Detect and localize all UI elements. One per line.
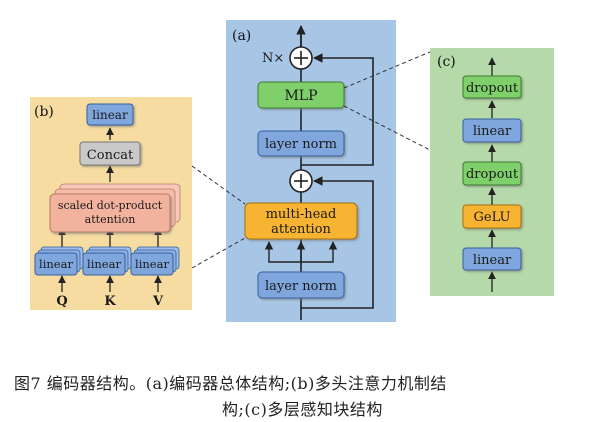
input-v-label: V: [152, 294, 164, 309]
add-node-upper: [289, 46, 313, 70]
gelu-block: GeLU: [462, 204, 522, 229]
connector-b-bottom: [191, 237, 246, 269]
dropout-top-label: dropout: [466, 81, 519, 96]
linear-k-stack: linear: [82, 246, 132, 276]
mlp-block: MLP: [257, 81, 345, 109]
figure-caption-line1: 图7 编码器结构。(a)编码器总体结构;(b)多头注意力机制结: [14, 374, 447, 393]
sdpa-label-line1: scaled dot-product: [58, 199, 163, 212]
input-k-label: K: [104, 294, 116, 309]
repeat-label: N×: [262, 51, 284, 66]
linear-v-label: linear: [135, 257, 169, 271]
residual-connection-upper: [301, 53, 374, 166]
gelu-label: GeLU: [474, 210, 511, 225]
linear-output-label: linear: [92, 108, 128, 122]
multi-head-label-line1: multi-head: [266, 207, 337, 222]
linear-v-stack: linear: [130, 246, 180, 276]
figure-caption-line2: 构;(c)多层感知块结构: [222, 400, 383, 419]
linear-top-label: linear: [473, 124, 512, 139]
connector-c-bottom: [343, 105, 431, 151]
sdpa-label-line2: attention: [85, 213, 136, 226]
linear-bottom-block: linear: [462, 247, 522, 271]
concat-block: Concat: [79, 141, 141, 166]
residual-connection-lower: [301, 176, 374, 309]
connector-c-top: [343, 51, 431, 89]
panel-a-tag: (a): [232, 28, 251, 44]
mlp-label: MLP: [284, 88, 317, 104]
scaled-dot-product-attention-stack: scaled dot-product attention: [49, 183, 181, 233]
layer-norm-bottom-label: layer norm: [265, 279, 337, 294]
panel-b-tag: (b): [34, 104, 54, 120]
panel-c-tag: (c): [437, 54, 456, 70]
dropout-bottom-block: dropout: [462, 161, 522, 186]
layer-norm-top-block: layer norm: [257, 130, 345, 157]
linear-output-block: linear: [86, 103, 134, 126]
panel-b: (b) linear Concat scaled dot-product att…: [30, 97, 192, 310]
input-q-label: Q: [56, 294, 67, 309]
linear-k-label: linear: [87, 257, 121, 271]
concat-label: Concat: [87, 148, 134, 163]
dropout-top-block: dropout: [462, 75, 522, 99]
multi-head-attention-block: multi-head attention: [244, 202, 358, 240]
linear-bottom-label: linear: [473, 253, 512, 268]
add-node-lower: [289, 169, 313, 193]
linear-q-label: linear: [39, 257, 73, 271]
panel-a: (a) N× MLP layer norm: [226, 20, 396, 322]
linear-q-stack: linear: [34, 246, 84, 276]
linear-top-block: linear: [462, 118, 522, 143]
panel-c: (c) dropout linear dropout GeLU linear: [430, 48, 554, 296]
encoder-diagram: (a) N× MLP layer norm: [30, 20, 554, 322]
attention-input-arrows: [264, 241, 338, 263]
layer-norm-bottom-block: layer norm: [257, 271, 345, 299]
layer-norm-top-label: layer norm: [265, 137, 337, 152]
connector-b-top: [191, 165, 246, 205]
dropout-bottom-label: dropout: [466, 167, 519, 182]
multi-head-label-line2: attention: [271, 222, 331, 237]
